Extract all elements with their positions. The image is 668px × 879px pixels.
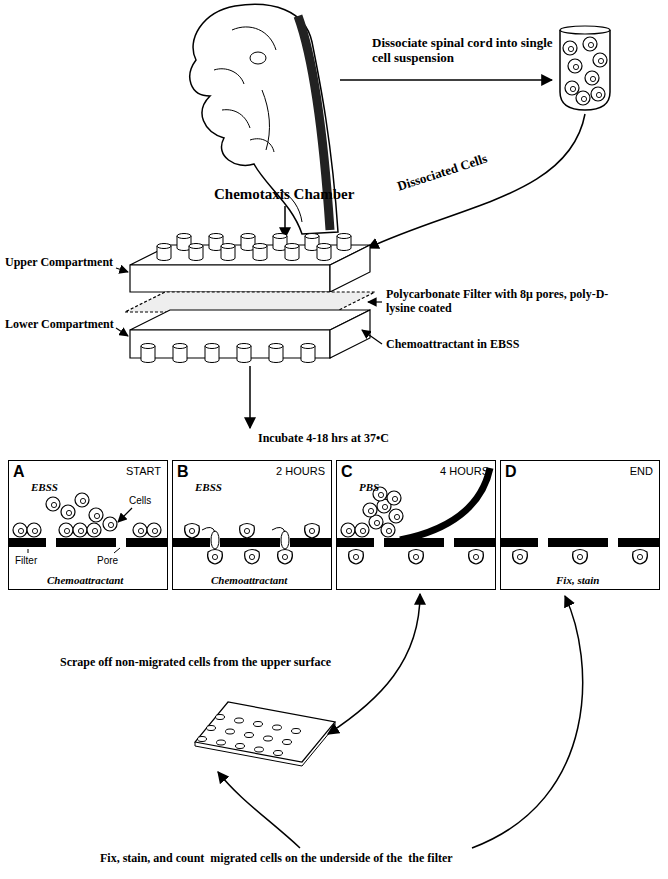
panel-text: Filter xyxy=(15,555,37,566)
stage-panel: A START EBSS CellsFilter PoreChemoattractant xyxy=(8,460,168,590)
stage-panel: D END Fix, stain xyxy=(500,460,660,590)
panel-letter: A xyxy=(13,463,25,481)
panel-letter: D xyxy=(505,463,517,481)
time-label: 2 HOURS xyxy=(276,465,325,477)
time-label: START xyxy=(126,465,161,477)
panel-text: Cells xyxy=(129,495,151,506)
panel-b-drawing xyxy=(172,524,332,565)
panel-text: PBS xyxy=(359,481,379,493)
part-label: Lower Compartment xyxy=(5,318,114,332)
panel-letter: B xyxy=(177,463,189,481)
stage-panel: B 2 HOURS EBSS Chemoattractant xyxy=(172,460,332,590)
part-label: Polycarbonate Filter with 8μ pores, poly… xyxy=(386,288,616,316)
panel-text: Fix, stain xyxy=(556,574,599,586)
panel-d-drawing xyxy=(500,538,660,564)
time-label: 4 HOURS xyxy=(440,465,489,477)
step-text: Dissociate spinal cord into single cell … xyxy=(372,36,554,66)
arrow-label: Dissociated Cells xyxy=(396,151,490,194)
test-tube xyxy=(560,26,610,110)
filter-drawing xyxy=(195,702,335,766)
time-label: END xyxy=(630,465,653,477)
panel-a-drawing xyxy=(8,493,168,553)
step-text: Scrape off non-migrated cells from the u… xyxy=(60,656,331,670)
stage-panel: C 4 HOURS PBS xyxy=(336,460,496,590)
panel-text: Pore xyxy=(97,555,118,566)
step-text: Fix, stain, and count migrated cells on … xyxy=(100,852,453,866)
part-label: Chemoattractant in EBSS xyxy=(386,338,519,352)
panel-letter: C xyxy=(341,463,353,481)
panel-text: EBSS xyxy=(31,481,58,493)
chemotaxis-chamber xyxy=(125,245,375,358)
panel-text: Chemoattractant xyxy=(211,574,287,586)
step-text: Incubate 4-18 hrs at 37•C xyxy=(258,432,389,446)
part-label: Upper Compartment xyxy=(5,256,113,270)
chamber-title: Chemotaxis Chamber xyxy=(214,186,354,203)
panel-text: EBSS xyxy=(195,481,222,493)
panel-c-drawing xyxy=(336,468,496,564)
panel-text: Chemoattractant xyxy=(47,574,123,586)
